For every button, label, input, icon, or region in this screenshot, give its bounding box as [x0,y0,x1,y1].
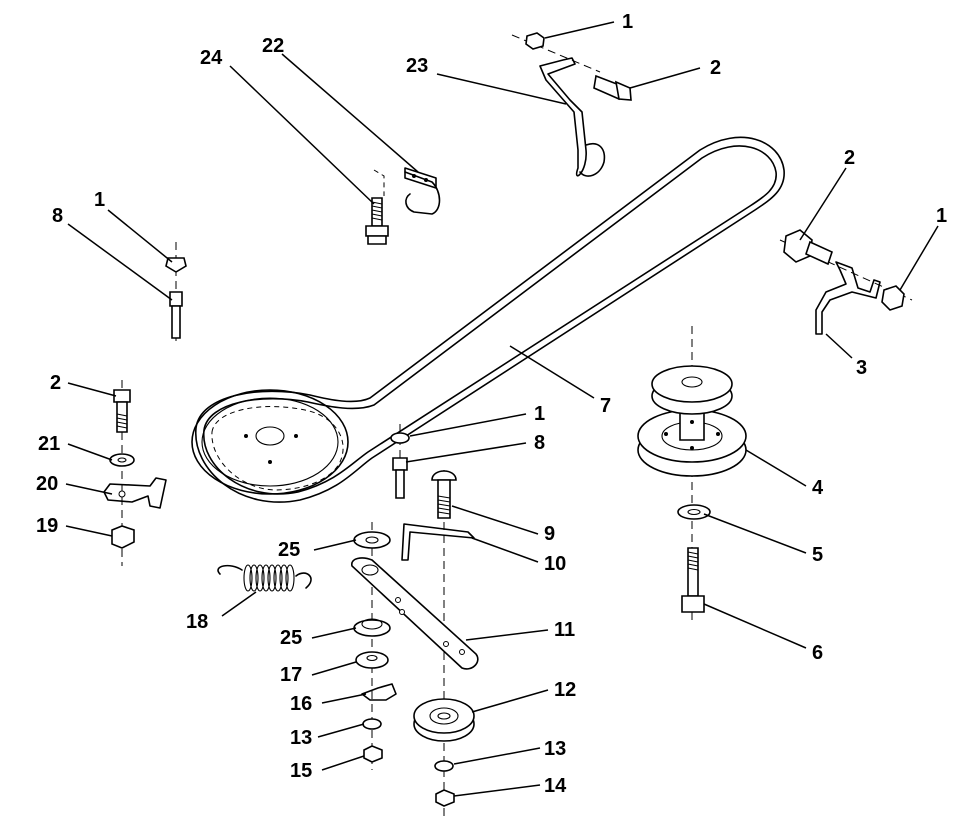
mower-pulley [191,389,349,495]
belt-guide-3 [779,229,913,335]
washer-13-left [362,718,382,730]
washer-21 [109,453,135,467]
callout-16: 16 [290,693,312,715]
washer-13-right [434,760,454,772]
engine-pulley-4 [637,326,747,620]
belt-guide-23 [511,32,632,177]
callout-17: 17 [280,664,302,686]
callout-23: 23 [406,55,428,77]
callout-7: 7 [600,395,611,417]
clip-16 [361,683,397,701]
callout-25: 25 [280,627,302,649]
callout-13: 13 [290,727,312,749]
callout-1: 1 [94,189,105,211]
callout-25: 25 [278,539,300,561]
callout-12: 12 [554,679,576,701]
washer-5 [677,504,711,520]
callout-3: 3 [856,357,867,379]
callout-19: 19 [36,515,58,537]
washer-17 [355,651,389,669]
leader-lines [65,21,939,797]
callout-24: 24 [200,47,223,69]
callout-21: 21 [38,433,60,455]
callout-8: 8 [534,432,545,454]
callout-13: 13 [544,738,566,760]
bushing-25-top [353,531,391,549]
nut-14 [435,789,455,807]
callout-9: 9 [544,523,555,545]
idler-arm-11 [351,522,479,770]
callout-18: 18 [186,611,208,633]
callout-labels: 1 2 23 24 22 2 1 3 1 8 7 2 21 20 19 1 8 … [36,11,947,797]
bushing-25-bottom [353,618,391,637]
callout-22: 22 [262,35,284,57]
spring-18 [217,564,312,592]
callout-6: 6 [812,642,823,664]
callout-1: 1 [936,205,947,227]
nut-15 [363,745,383,763]
callout-2: 2 [844,147,855,169]
callout-11: 11 [554,619,575,641]
idler-pulley-12 [413,698,475,742]
callout-5: 5 [812,544,823,566]
callout-2: 2 [50,372,61,394]
callout-15: 15 [290,760,312,782]
callout-8: 8 [52,205,63,227]
nut-19 [111,525,135,549]
callout-4: 4 [812,477,824,499]
callout-10: 10 [544,553,566,575]
screw-24 [365,197,389,245]
callout-2: 2 [710,57,721,79]
bracket-10 [401,523,475,561]
callout-20: 20 [36,473,58,495]
stud-8-left [165,242,187,346]
callout-1: 1 [622,11,633,33]
bracket-20 [103,477,167,509]
bolt-2-left [113,380,131,566]
bolt-6 [681,547,705,613]
belt-guide-22 [373,167,441,215]
callout-1: 1 [534,403,545,425]
center-stud [390,424,410,500]
callout-14: 14 [544,775,567,797]
